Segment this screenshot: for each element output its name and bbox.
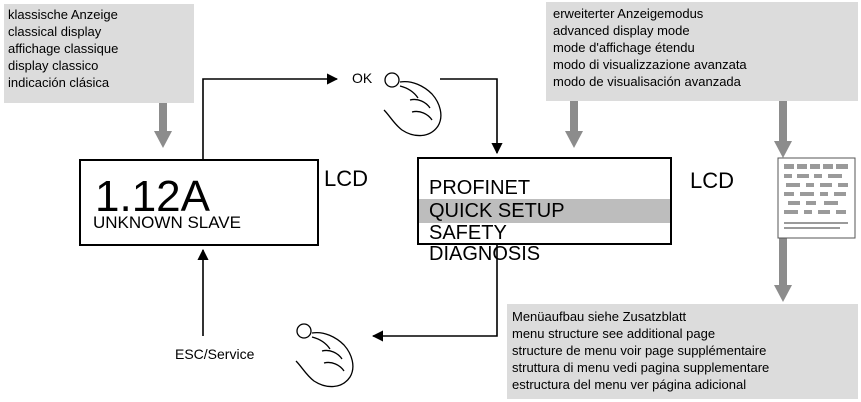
current-value: 1.12A bbox=[95, 172, 210, 221]
menu-item-safety[interactable]: SAFETY bbox=[429, 222, 507, 244]
gray-arrow-thumbnail bbox=[774, 101, 792, 158]
menu-structure-note-text: Menüaufbau siehe Zusatzblatt menu struct… bbox=[512, 308, 769, 393]
classic-lcd-label: LCD bbox=[324, 166, 369, 191]
classic-lcd-display: 1.12A UNKNOWN SLAVE bbox=[79, 159, 319, 246]
note-line: modo de visualisación avanzada bbox=[553, 74, 741, 89]
note-line: menu structure see additional page bbox=[512, 326, 716, 341]
additional-page-thumbnail-icon bbox=[777, 157, 856, 239]
note-line: indicación clásica bbox=[8, 75, 110, 90]
esc-arrow-in bbox=[371, 245, 498, 342]
ok-button-label[interactable]: OK bbox=[352, 70, 373, 86]
note-line: display classico bbox=[8, 58, 99, 73]
note-line: klassische Anzeige bbox=[8, 7, 118, 22]
note-line: classical display bbox=[8, 24, 102, 39]
ok-button-hand-icon bbox=[383, 72, 442, 137]
note-line: structure de menu voir page supplémentai… bbox=[512, 343, 767, 358]
note-line: affichage classique bbox=[8, 41, 119, 56]
classic-display-note bbox=[4, 4, 194, 103]
menu-item-quick-setup[interactable]: QUICK SETUP bbox=[429, 200, 565, 222]
gray-arrow-menu-note bbox=[774, 237, 792, 302]
note-line: struttura di menu vedi pagina supplement… bbox=[512, 360, 770, 375]
advanced-display-note bbox=[546, 2, 858, 101]
gray-arrow-advanced bbox=[565, 101, 583, 148]
ok-arrow-out bbox=[202, 73, 339, 159]
note-line: modo di visualizzazione avanzata bbox=[553, 57, 747, 72]
advanced-lcd-display: PROFINET QUICK SETUP SAFETY DIAGNOSIS bbox=[417, 157, 672, 265]
note-line: erweiterter Anzeigemodus bbox=[553, 6, 704, 21]
note-line: Menüaufbau siehe Zusatzblatt bbox=[512, 309, 687, 324]
menu-item-diagnosis[interactable]: DIAGNOSIS bbox=[429, 243, 541, 265]
esc-button-hand-icon bbox=[295, 323, 354, 388]
note-line: mode d'affichage étendu bbox=[553, 40, 695, 55]
note-line: estructura del menu ver página adicional bbox=[512, 377, 747, 392]
advanced-display-note-text: erweiterter Anzeigemodus advanced displa… bbox=[553, 5, 747, 90]
note-line: advanced display mode bbox=[553, 23, 690, 38]
classic-display-note-text: klassische Anzeige classical display aff… bbox=[8, 6, 118, 91]
menu-item-profinet[interactable]: PROFINET bbox=[429, 177, 531, 199]
advanced-lcd-label: LCD bbox=[690, 168, 735, 193]
selection-highlight bbox=[419, 199, 670, 223]
gray-arrow-classic bbox=[154, 103, 172, 148]
ok-arrow-in bbox=[440, 78, 503, 155]
menu-structure-note bbox=[507, 304, 858, 399]
status-text: UNKNOWN SLAVE bbox=[93, 213, 241, 232]
esc-service-button-label[interactable]: ESC/Service bbox=[175, 346, 255, 362]
